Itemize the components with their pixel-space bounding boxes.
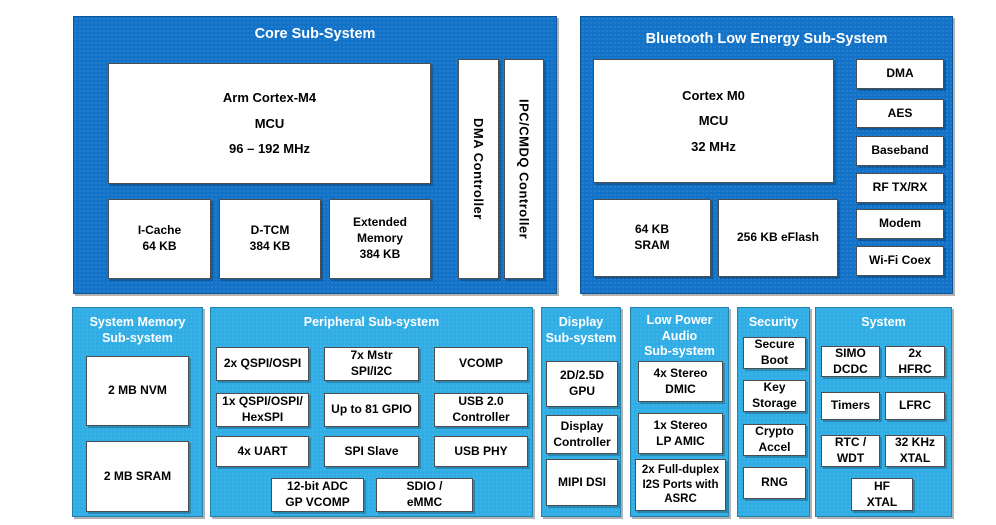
block-aes: AES (856, 99, 944, 128)
block-modem: Modem (856, 209, 944, 239)
block-32khz-xtal: 32 KHz XTAL (885, 435, 945, 467)
block-2mb-sram: 2 MB SRAM (86, 441, 189, 512)
block-ipc-cmdq-controller: IPC/CMDQ Controller (504, 59, 544, 279)
block-dma: DMA (856, 59, 944, 89)
block-rng: RNG (743, 467, 806, 499)
block-extended-memory: Extended Memory 384 KB (329, 199, 431, 279)
block-icache: I-Cache 64 KB (108, 199, 211, 279)
ble-subsystem-title: Bluetooth Low Energy Sub-System (645, 31, 888, 47)
ble-subsystem: Bluetooth Low Energy Sub-System Cortex M… (580, 16, 953, 294)
block-simo-dcdc: SIMO DCDC (821, 346, 880, 377)
block-i2s-ports-asrc: 2x Full-duplex I2S Ports with ASRC (635, 459, 726, 511)
block-vcomp: VCOMP (434, 347, 528, 381)
peripheral-subsystem: Peripheral Sub-system 2x QSPI/OSPI 7x Ms… (210, 307, 533, 517)
system-memory-subsystem: System Memory Sub-system 2 MB NVM 2 MB S… (72, 307, 203, 517)
block-12bit-adc-gp-vcomp: 12-bit ADC GP VCOMP (271, 478, 364, 512)
block-usb-phy: USB PHY (434, 436, 528, 467)
block-256kb-eflash: 256 KB eFlash (718, 199, 838, 277)
block-2x-hfrc: 2x HFRC (885, 346, 945, 377)
block-crypto-accel: Crypto Accel (743, 424, 806, 456)
block-dtcm: D-TCM 384 KB (219, 199, 321, 279)
block-rf-txrx: RF TX/RX (856, 173, 944, 203)
block-64kb-sram: 64 KB SRAM (593, 199, 711, 277)
block-1x-stereo-lp-amic: 1x Stereo LP AMIC (638, 413, 723, 454)
security-subsystem: Security Secure Boot Key Storage Crypto … (737, 307, 810, 517)
block-7x-mstr-spi-i2c: 7x Mstr SPI/I2C (324, 347, 419, 381)
block-usb2-controller: USB 2.0 Controller (434, 393, 528, 427)
block-hf-xtal: HF XTAL (851, 478, 913, 511)
system-title: System (861, 315, 906, 329)
block-timers: Timers (821, 392, 880, 420)
system-subsystem: System SIMO DCDC 2x HFRC Timers LFRC RTC… (815, 307, 952, 517)
block-mipi-dsi: MIPI DSI (546, 459, 618, 506)
block-key-storage: Key Storage (743, 380, 806, 412)
core-subsystem: Core Sub-System Arm Cortex-M4 MCU 96 – 1… (73, 16, 557, 294)
block-sdio-emmc: SDIO / eMMC (376, 478, 473, 512)
block-spi-slave: SPI Slave (324, 436, 419, 467)
core-subsystem-title: Core Sub-System (254, 26, 376, 42)
block-2mb-nvm: 2 MB NVM (86, 356, 189, 426)
block-2d-gpu: 2D/2.5D GPU (546, 361, 618, 407)
display-title: Display Sub-system (545, 315, 617, 345)
block-rtc-wdt: RTC / WDT (821, 435, 880, 467)
block-secure-boot: Secure Boot (743, 337, 806, 369)
block-display-controller: Display Controller (546, 415, 618, 454)
block-wifi-coex: Wi-Fi Coex (856, 246, 944, 276)
security-title: Security (748, 315, 799, 329)
block-2x-qspi-ospi: 2x QSPI/OSPI (216, 347, 309, 381)
audio-title: Low Power Audio Sub-system (644, 313, 715, 358)
block-cortex-m0: Cortex M0 MCU 32 MHz (593, 59, 834, 183)
block-1x-qspi-ospi-hexspi: 1x QSPI/OSPI/ HexSPI (216, 393, 309, 427)
block-up-to-81-gpio: Up to 81 GPIO (324, 393, 419, 427)
block-lfrc: LFRC (885, 392, 945, 420)
block-dma-controller: DMA Controller (458, 59, 499, 279)
display-subsystem: Display Sub-system 2D/2.5D GPU Display C… (541, 307, 621, 517)
block-baseband: Baseband (856, 136, 944, 166)
system-memory-title: System Memory Sub-system (89, 315, 186, 345)
block-4x-stereo-dmic: 4x Stereo DMIC (638, 361, 723, 402)
block-4x-uart: 4x UART (216, 436, 309, 467)
block-arm-cortex-m4: Arm Cortex-M4 MCU 96 – 192 MHz (108, 63, 431, 184)
audio-subsystem: Low Power Audio Sub-system 4x Stereo DMI… (630, 307, 729, 517)
peripheral-title: Peripheral Sub-system (303, 315, 440, 329)
